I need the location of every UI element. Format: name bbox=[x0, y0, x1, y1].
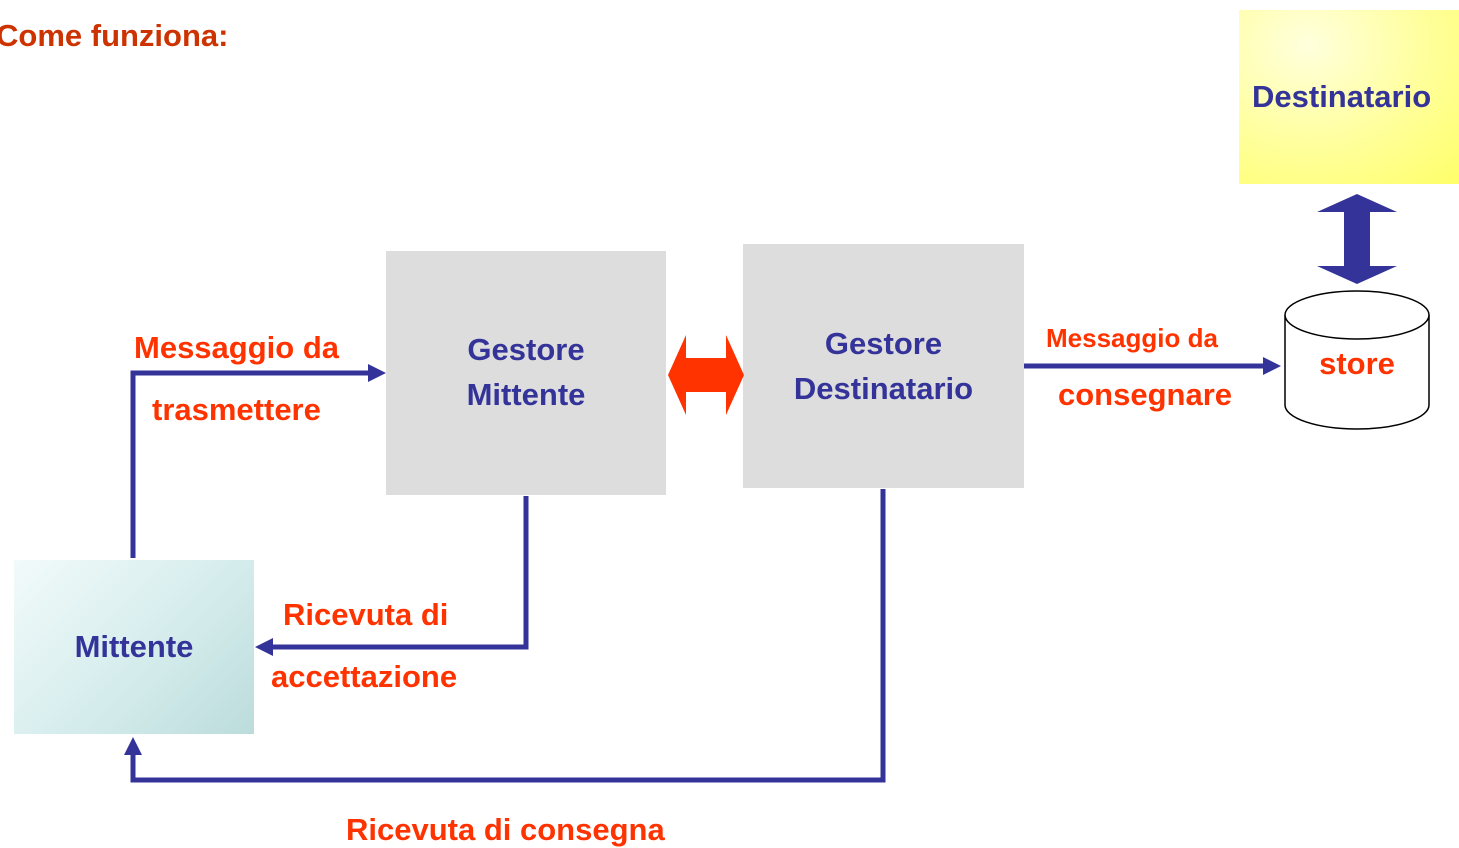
gestore-destinatario-line-2: Destinatario bbox=[793, 370, 974, 406]
ricevuta-accettazione-connector bbox=[270, 496, 529, 650]
messaggio-trasmettere-connector bbox=[130, 370, 372, 558]
gestori-exchange-arrow bbox=[668, 335, 744, 415]
gestore-mittente-box: Gestore Mittente bbox=[386, 251, 666, 495]
store-label: store bbox=[1319, 346, 1395, 381]
mittente-box: Mittente bbox=[14, 560, 254, 734]
ricevuta-consegna-connector bbox=[130, 489, 886, 783]
gestore-mittente-line-2: Mittente bbox=[466, 377, 586, 412]
messaggio-consegnare-label-1: Messaggio da bbox=[1046, 323, 1218, 353]
messaggio-consegnare-label-2: consegnare bbox=[1058, 377, 1233, 412]
page-title: Come funziona: bbox=[0, 18, 229, 53]
ricevuta-consegna-arrowhead bbox=[124, 737, 142, 755]
gestore-destinatario-line-1: Gestore bbox=[824, 326, 943, 361]
destinatario-store-double-arrow bbox=[1317, 194, 1397, 284]
ricevuta-accettazione-label-1: Ricevuta di bbox=[283, 597, 449, 632]
destinatario-box: Destinatario bbox=[1239, 10, 1459, 184]
store-cylinder bbox=[1284, 290, 1430, 430]
messaggio-trasmettere-arrowhead bbox=[368, 364, 386, 382]
messaggio-consegnare-arrowhead bbox=[1263, 357, 1281, 375]
mittente-label: Mittente bbox=[74, 628, 194, 664]
gestore-destinatario-box: Gestore Destinatario bbox=[743, 244, 1024, 488]
messaggio-trasmettere-label-2: trasmettere bbox=[152, 392, 321, 427]
ricevuta-accettazione-label-2: accettazione bbox=[271, 659, 458, 694]
gestore-mittente-line-1: Gestore bbox=[467, 332, 585, 368]
destinatario-label: Destinatario bbox=[1252, 78, 1432, 114]
ricevuta-consegna-label: Ricevuta di consegna bbox=[346, 812, 665, 847]
ricevuta-accettazione-arrowhead bbox=[255, 638, 273, 656]
messaggio-trasmettere-label-1: Messaggio da bbox=[134, 330, 339, 365]
